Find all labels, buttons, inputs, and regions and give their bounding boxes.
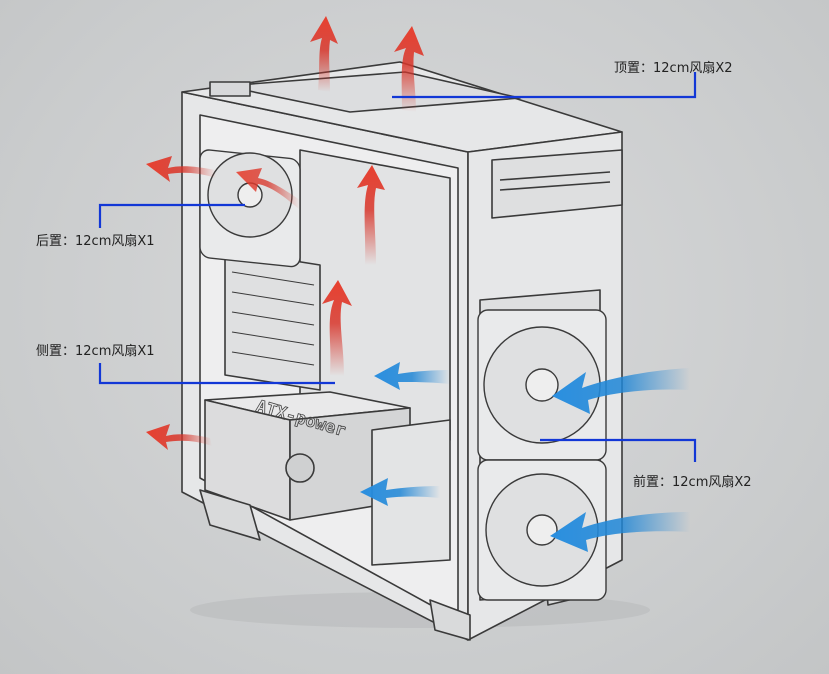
callout-line-side: [98, 363, 335, 385]
exhaust-arrow-icon: [146, 156, 216, 182]
callout-line-front: [540, 438, 697, 462]
fan-icon: [477, 459, 607, 601]
label-rear-fan: 后置：12cm风扇X1: [36, 234, 155, 249]
intake-arrow-icon: [550, 512, 690, 552]
fan-icon: [477, 309, 607, 461]
exhaust-arrow-icon: [310, 16, 338, 92]
label-top-fans: 顶置：12cm风扇X2: [614, 61, 733, 76]
exhaust-arrow-icon: [322, 280, 352, 376]
exhaust-arrow-icon: [394, 26, 424, 112]
label-side-fan: 侧置：12cm风扇X1: [36, 344, 155, 359]
callout-line-rear: [98, 203, 245, 228]
callout-line-top: [392, 72, 697, 99]
callout-lines: [98, 72, 697, 462]
intake-arrow-icon: [374, 362, 450, 390]
exhaust-arrow-icon: [146, 424, 212, 450]
exhaust-arrow-icon: [236, 168, 300, 210]
intake-arrow-icon: [360, 478, 440, 506]
intake-arrow-icon: [552, 368, 690, 414]
label-front-fans: 前置：12cm风扇X2: [633, 475, 752, 490]
fan-icon: [199, 149, 301, 268]
exhaust-arrow-icon: [357, 165, 385, 265]
expansion-slots: [231, 271, 315, 366]
